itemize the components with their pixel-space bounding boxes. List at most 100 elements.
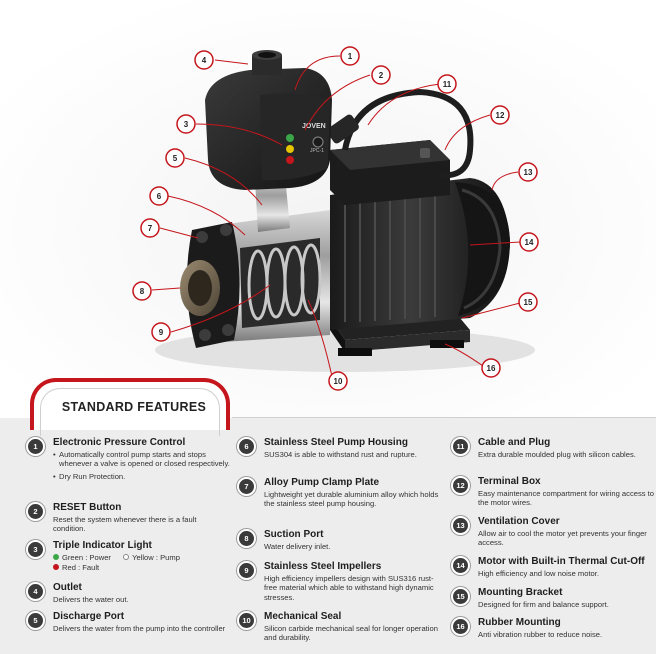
feature-number-badge: 13 (451, 516, 470, 535)
feature-description: Extra durable moulded plug with silicon … (478, 450, 636, 459)
callout-13: 13 (518, 162, 538, 182)
feature-bullets: Automatically control pump starts and st… (53, 450, 231, 482)
feature-title: Motor with Built-in Thermal Cut-Off (478, 556, 645, 567)
feature-title: Ventilation Cover (478, 516, 560, 527)
feature-title: Mechanical Seal (264, 611, 342, 622)
callout-2: 2 (371, 65, 391, 85)
suction-port (180, 260, 220, 316)
feature-title: Triple Indicator Light (53, 540, 152, 551)
feature-title: Rubber Mounting (478, 617, 561, 628)
feature-title: Discharge Port (53, 611, 125, 622)
controller-brand: JOVEN (302, 123, 326, 130)
svg-text:9: 9 (159, 328, 164, 337)
feature-title: RESET Button (53, 502, 122, 513)
svg-text:8: 8 (140, 287, 145, 296)
feature-description: High efficiency impellers design with SU… (264, 574, 434, 602)
feature-title: Terminal Box (478, 476, 541, 487)
feature-number-badge: 15 (451, 587, 470, 606)
feature-number-badge: 4 (26, 582, 45, 601)
reset-button-graphic (312, 136, 324, 148)
cable-and-plug (327, 88, 474, 179)
svg-text:4: 4 (202, 56, 207, 65)
feature-number-badge: 5 (26, 611, 45, 630)
leader-lines (151, 55, 521, 382)
svg-text:2: 2 (379, 71, 384, 80)
svg-text:6: 6 (157, 192, 162, 201)
pressure-controller: JOVEN JPC-1 (205, 68, 332, 190)
feature-description: Designed for firm and balance support. (478, 600, 609, 609)
feature-number-badge: 3 (26, 540, 45, 559)
svg-text:13: 13 (524, 168, 533, 177)
feature-title: Stainless Steel Pump Housing (264, 437, 408, 448)
svg-text:14: 14 (525, 238, 534, 247)
feature-number-badge: 12 (451, 476, 470, 495)
light-green: Green : Power (53, 553, 111, 563)
feature-title: Cable and Plug (478, 437, 551, 448)
callout-11: 11 (437, 74, 457, 94)
feature-title: Alloy Pump Clamp Plate (264, 477, 380, 488)
feature-number-badge: 11 (451, 437, 470, 456)
feature-number-badge: 6 (237, 437, 256, 456)
feature-description: Delivers the water from the pump into th… (53, 624, 226, 633)
indicator-light-legend: Green : Power Yellow : Pump Red : Fault (53, 553, 233, 573)
callout-markers: 1 2 3 4 5 6 7 8 9 10 11 12 13 14 15 16 (132, 46, 539, 391)
controller-model: JPC-1 (310, 148, 324, 154)
rubber-mounting (338, 340, 464, 356)
feature-title: Outlet (53, 582, 82, 593)
feature-bullet: Dry Run Protection. (53, 472, 231, 482)
callout-12: 12 (490, 105, 510, 125)
red-dot-icon (53, 564, 59, 570)
svg-text:7: 7 (148, 224, 153, 233)
feature-number-badge: 8 (237, 529, 256, 548)
callout-4: 4 (194, 50, 214, 70)
pump-diagram: JOVEN JPC-1 1 2 3 4 5 6 7 8 9 (0, 0, 656, 420)
feature-title: Suction Port (264, 529, 324, 540)
feature-number-badge: 2 (26, 502, 45, 521)
feature-number-badge: 10 (237, 611, 256, 630)
feature-description: Water delivery inlet. (264, 542, 331, 551)
feature-title: Electronic Pressure Control (53, 437, 186, 448)
feature-description: Lightweight yet durable aluminium alloy … (264, 490, 439, 509)
banner-divider (232, 417, 656, 418)
svg-text:12: 12 (496, 111, 505, 120)
callout-15: 15 (518, 292, 538, 312)
feature-title: Mounting Bracket (478, 587, 563, 598)
feature-number-badge: 1 (26, 437, 45, 456)
green-dot-icon (53, 554, 59, 560)
svg-text:11: 11 (443, 80, 452, 89)
outlet (252, 50, 282, 75)
callout-6: 6 (149, 186, 169, 206)
light-red: Red : Fault (53, 563, 99, 573)
svg-text:15: 15 (524, 298, 533, 307)
feature-description: Anti vibration rubber to reduce noise. (478, 630, 603, 639)
section-banner: STANDARD FEATURES (30, 378, 230, 436)
motor (330, 178, 510, 330)
feature-description: Allow air to cool the motor yet prevents… (478, 529, 647, 548)
svg-text:16: 16 (487, 364, 496, 373)
feature-number-badge: 16 (451, 617, 470, 636)
feature-description: Delivers the water out. (53, 595, 129, 604)
feature-description: Silicon carbide mechanical seal for long… (264, 624, 438, 643)
terminal-box (330, 140, 450, 205)
section-title: STANDARD FEATURES (61, 400, 207, 414)
discharge-port (255, 176, 290, 232)
feature-description: Reset the system whenever there is a fau… (53, 515, 197, 534)
callout-14: 14 (519, 232, 539, 252)
callout-10: 10 (328, 371, 348, 391)
banner-inner-border (40, 388, 220, 436)
yellow-dot-icon (123, 554, 130, 560)
callout-16: 16 (481, 358, 501, 378)
feature-description: Easy maintenance compartment for wiring … (478, 489, 654, 508)
impellers (247, 243, 322, 321)
callout-9: 9 (151, 322, 171, 342)
svg-text:1: 1 (348, 52, 353, 61)
feature-title: Stainless Steel Impellers (264, 561, 382, 572)
callout-7: 7 (140, 218, 160, 238)
callout-5: 5 (165, 148, 185, 168)
callout-3: 3 (176, 114, 196, 134)
feature-number-badge: 9 (237, 561, 256, 580)
callout-8: 8 (132, 281, 152, 301)
svg-text:10: 10 (334, 377, 343, 386)
svg-text:3: 3 (184, 120, 189, 129)
light-yellow: Yellow : Pump (123, 553, 180, 563)
